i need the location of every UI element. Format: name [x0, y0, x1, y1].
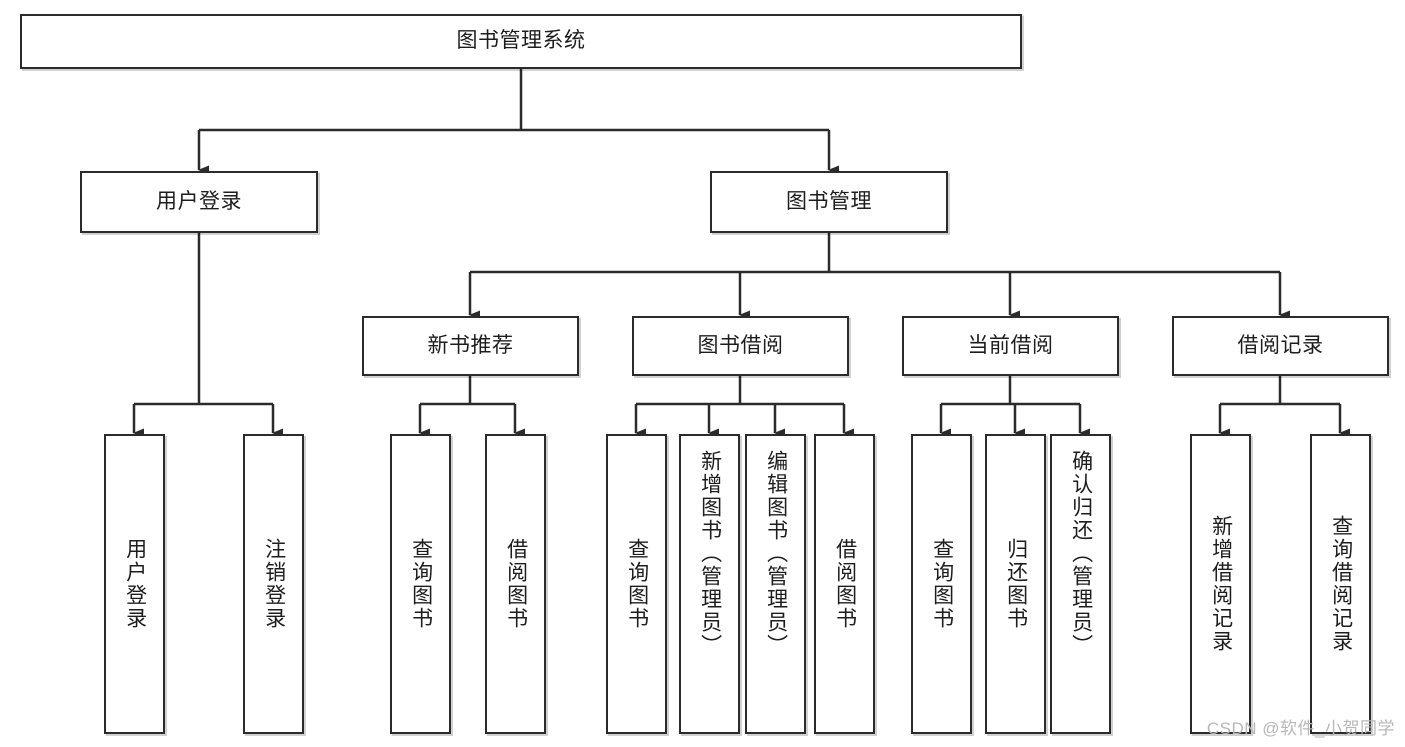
node-label: 借阅图书 [833, 538, 857, 630]
node-label: 用户登录 [156, 189, 242, 213]
node-leaf-query-book-3[interactable]: 查询图书 [911, 434, 972, 734]
node-leaf-add-record[interactable]: 新增借阅记录 [1190, 434, 1251, 734]
node-label: 当前借阅 [967, 333, 1054, 357]
node-book-borrow[interactable]: 图书借阅 [632, 316, 849, 376]
connector-group [132, 69, 1350, 438]
node-leaf-confirm-return[interactable]: 确认归还（管理员） [1050, 434, 1111, 734]
node-leaf-user-login[interactable]: 用户登录 [104, 434, 165, 734]
node-label: 新增图书（管理员） [698, 450, 722, 657]
node-leaf-query-book-2[interactable]: 查询图书 [606, 434, 667, 734]
node-label: 归还图书 [1004, 538, 1028, 630]
node-label: 新增借阅记录 [1209, 515, 1233, 653]
node-label: 确认归还（管理员） [1069, 450, 1093, 657]
node-current-borrow[interactable]: 当前借阅 [902, 316, 1119, 376]
node-user-login[interactable]: 用户登录 [80, 171, 318, 233]
node-label: 用户登录 [123, 538, 147, 630]
node-label: 图书管理 [786, 189, 872, 213]
node-label: 注销登录 [262, 538, 286, 630]
node-leaf-add-book[interactable]: 新增图书（管理员） [679, 434, 740, 734]
node-leaf-user-logout[interactable]: 注销登录 [243, 434, 304, 734]
node-label: 借阅记录 [1237, 333, 1324, 357]
node-label: 图书借阅 [697, 333, 784, 357]
node-new-book-rec[interactable]: 新书推荐 [362, 316, 579, 376]
node-leaf-query-book-1[interactable]: 查询图书 [390, 434, 451, 734]
node-label: 新书推荐 [427, 333, 514, 357]
node-leaf-borrow-book-2[interactable]: 借阅图书 [814, 434, 875, 734]
node-leaf-edit-book[interactable]: 编辑图书（管理员） [745, 434, 806, 734]
node-leaf-borrow-book-1[interactable]: 借阅图书 [485, 434, 546, 734]
node-label: 查询借阅记录 [1329, 515, 1353, 653]
node-book-manage[interactable]: 图书管理 [710, 171, 948, 233]
node-borrow-record[interactable]: 借阅记录 [1172, 316, 1389, 376]
node-label: 查询图书 [930, 538, 954, 630]
node-leaf-return-book[interactable]: 归还图书 [985, 434, 1046, 734]
node-root[interactable]: 图书管理系统 [20, 14, 1022, 69]
node-leaf-query-record[interactable]: 查询借阅记录 [1310, 434, 1371, 734]
node-label: 查询图书 [409, 538, 433, 630]
node-label: 借阅图书 [504, 538, 528, 630]
node-label: 图书管理系统 [456, 29, 586, 53]
node-label: 查询图书 [625, 538, 649, 630]
node-label: 编辑图书（管理员） [764, 450, 788, 657]
